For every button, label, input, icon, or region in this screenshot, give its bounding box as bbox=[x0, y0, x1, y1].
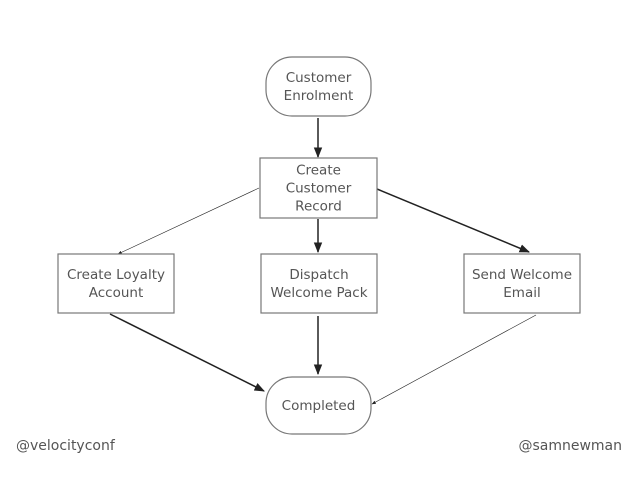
node-label-create-record: Create bbox=[296, 163, 341, 179]
node-box-completed bbox=[265, 376, 372, 435]
node-label-welcome-email: Email bbox=[503, 285, 540, 301]
node-box-welcome-email bbox=[463, 253, 581, 314]
node-label-create-record: Record bbox=[295, 199, 342, 215]
edges bbox=[109, 118, 537, 405]
node-box-create-record bbox=[259, 157, 378, 219]
node-label-loyalty: Create Loyalty bbox=[67, 267, 165, 283]
left-handle: @velocityconf bbox=[16, 438, 115, 454]
node-label-enrolment: Customer bbox=[286, 70, 352, 86]
node-label-loyalty: Account bbox=[89, 285, 144, 301]
node-box-enrolment bbox=[265, 56, 372, 117]
node-completed: Completed bbox=[265, 376, 372, 435]
edge-welcome-email-to-completed bbox=[371, 314, 537, 405]
edge-create-record-to-loyalty bbox=[117, 187, 260, 255]
node-box-loyalty bbox=[57, 253, 175, 314]
node-label-welcome-pack: Welcome Pack bbox=[270, 285, 367, 301]
node-label-welcome-email: Send Welcome bbox=[472, 267, 572, 283]
edge-loyalty-to-completed bbox=[109, 313, 265, 392]
edge-create-record-to-welcome-email bbox=[376, 188, 530, 253]
right-handle: @samnewman bbox=[518, 438, 622, 454]
node-label-welcome-pack: Dispatch bbox=[289, 267, 348, 283]
node-label-enrolment: Enrolment bbox=[284, 88, 354, 104]
node-label-create-record: Customer bbox=[286, 181, 352, 197]
node-box-welcome-pack bbox=[260, 253, 378, 314]
node-label-completed: Completed bbox=[282, 398, 356, 414]
nodes: CustomerEnrolmentCreateCustomerRecordCre… bbox=[57, 56, 581, 435]
